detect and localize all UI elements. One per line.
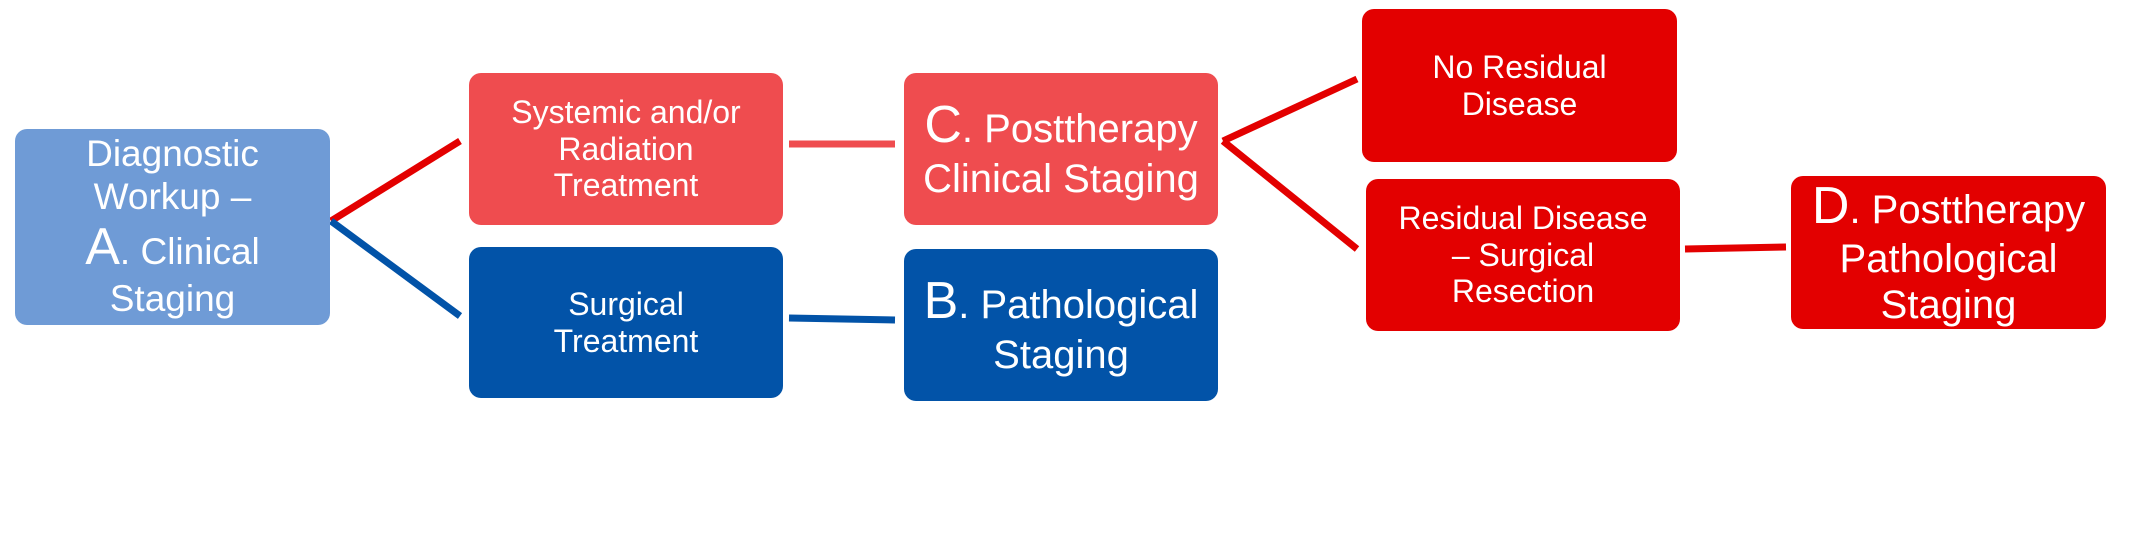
node-pathological-staging: B. Pathological Staging bbox=[904, 249, 1218, 401]
node-posttherapy-pathological-label: D. Posttherapy Pathological Staging bbox=[1812, 177, 2085, 329]
node-no-residual-disease: No Residual Disease bbox=[1362, 9, 1677, 162]
node-surgical-treatment: Surgical Treatment bbox=[469, 247, 783, 398]
stage-letter-d: D bbox=[1811, 176, 1850, 235]
node-systemic-radiation-treatment: Systemic and/or Radiation Treatment bbox=[469, 73, 783, 225]
connector-residual-to-posttherapy-pathological bbox=[1684, 243, 1787, 253]
node-posttherapy-clinical-staging: C. Posttherapy Clinical Staging bbox=[904, 73, 1218, 225]
pathological-text: . Pathological Staging bbox=[958, 283, 1199, 377]
posttherapy-clinical-text: . Posttherapy Clinical Staging bbox=[923, 107, 1199, 201]
stage-letter-a: A bbox=[85, 218, 120, 277]
node-residual-disease-surgical-resection: Residual Disease – Surgical Resection bbox=[1366, 179, 1680, 331]
stage-letter-b: B bbox=[923, 272, 959, 331]
diagnostic-pre-text: Diagnostic Workup – bbox=[86, 133, 259, 217]
connector-diagnostic-to-surgical bbox=[328, 218, 463, 319]
node-systemic-label: Systemic and/or Radiation Treatment bbox=[511, 93, 741, 204]
node-diagnostic-workup: Diagnostic Workup – A. Clinical Staging bbox=[15, 129, 330, 325]
node-no-residual-label: No Residual Disease bbox=[1432, 48, 1607, 122]
stage-letter-c: C bbox=[924, 96, 962, 155]
connector-diagnostic-to-systemic bbox=[329, 138, 462, 224]
connector-surgical-to-pathological bbox=[788, 314, 896, 324]
node-diagnostic-workup-label: Diagnostic Workup – A. Clinical Staging bbox=[85, 133, 260, 320]
node-pathological-label: B. Pathological Staging bbox=[924, 272, 1199, 378]
node-posttherapy-clinical-label: C. Posttherapy Clinical Staging bbox=[923, 96, 1199, 202]
connector-posttherapy-to-residual bbox=[1220, 138, 1360, 252]
connector-posttherapy-to-no-residual bbox=[1221, 75, 1359, 145]
node-residual-label: Residual Disease – Surgical Resection bbox=[1398, 199, 1648, 310]
node-posttherapy-pathological-staging: D. Posttherapy Pathological Staging bbox=[1791, 176, 2106, 329]
diagnostic-post-text: . Clinical Staging bbox=[109, 231, 260, 320]
posttherapy-pathological-text: . Posttherapy Pathological Staging bbox=[1839, 187, 2086, 328]
node-surgical-label: Surgical Treatment bbox=[553, 285, 699, 359]
